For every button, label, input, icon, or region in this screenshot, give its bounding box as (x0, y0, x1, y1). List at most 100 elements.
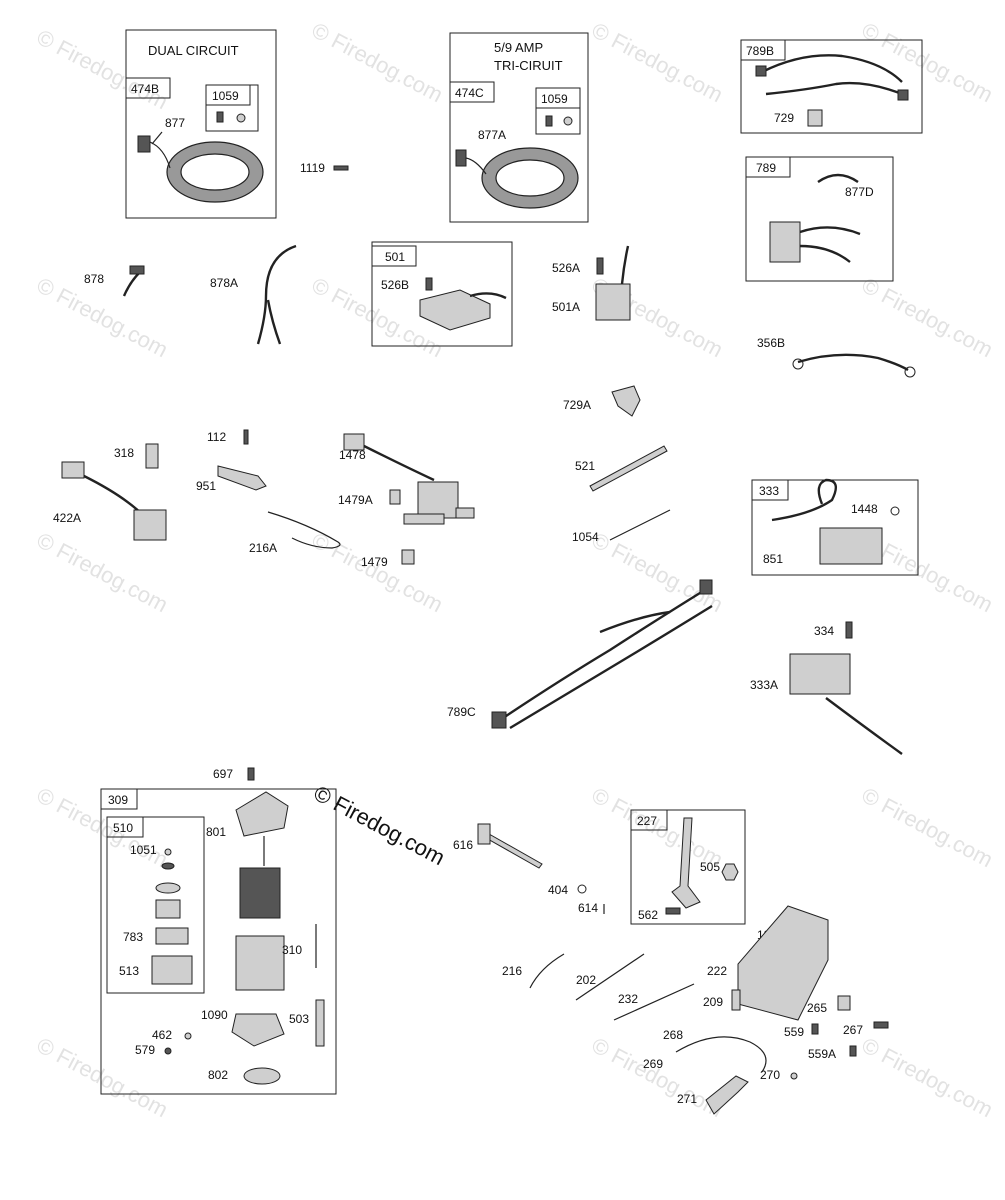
tag-box (125, 77, 171, 99)
part-label: 579 (135, 1043, 155, 1057)
group-227: 227 505 562 (630, 809, 746, 925)
ring-terminal-icon (792, 358, 804, 370)
part-label: 1479 (361, 555, 388, 569)
watermark-text: © Firedog.com (308, 527, 447, 617)
link-rod-icon (575, 953, 645, 1001)
part-label: 269 (643, 1057, 663, 1071)
part-number-tag: 227 (637, 814, 657, 828)
tag-box (535, 87, 581, 109)
part-label: 501A (552, 300, 580, 314)
part-label: 503 (289, 1012, 309, 1026)
washer-icon (890, 506, 900, 516)
group-frame (371, 241, 513, 347)
part-label: 216 (502, 964, 522, 978)
part-label: 877D (845, 185, 874, 199)
part-label: 404 (548, 883, 568, 897)
clip-icon (837, 995, 851, 1011)
part-label: 878 (84, 272, 104, 286)
lever-icon (477, 823, 491, 845)
rod-icon (589, 445, 668, 492)
bolt-icon (665, 907, 681, 915)
wire-icon (797, 353, 909, 372)
washer-icon (184, 1032, 192, 1040)
screw-icon (216, 111, 224, 123)
wire-icon (771, 478, 838, 522)
group-title: 5/9 AMP (494, 40, 543, 55)
part-label: 112 (207, 430, 226, 444)
watermark-text: © Firedog.com (588, 782, 727, 872)
wire-icon (363, 444, 435, 482)
watermark-text: © Firedog.com (858, 782, 997, 872)
nut-icon (236, 113, 246, 123)
part-label: 209 (703, 995, 723, 1009)
wire-icon (817, 173, 859, 183)
clip-icon (807, 109, 823, 127)
watermark-text: © Firedog.com (33, 527, 172, 617)
wire-icon (799, 226, 861, 236)
screw-icon (849, 1045, 857, 1057)
tag-box (371, 245, 417, 267)
screw-icon (545, 115, 553, 127)
part-number-tag: 333 (759, 484, 779, 498)
armature-icon (239, 867, 281, 919)
tag-box (205, 84, 251, 106)
part-label: 559A (808, 1047, 836, 1061)
part-label: 616 (453, 838, 473, 852)
leader-line (151, 131, 163, 145)
group-frame (630, 809, 746, 925)
connector-icon (61, 461, 85, 479)
screw-icon (845, 621, 853, 639)
part-label: 877 (165, 116, 185, 130)
part-label: 851 (763, 552, 783, 566)
connector-icon (755, 65, 767, 77)
part-label: 1051 (130, 843, 157, 857)
stator-icon (137, 135, 264, 203)
part-label: 878A (210, 276, 238, 290)
part-label: 877A (478, 128, 506, 142)
part-label: 462 (152, 1028, 172, 1042)
wire-icon (765, 81, 903, 96)
tag-box (745, 156, 791, 178)
link-rod-icon (529, 953, 565, 989)
watermark-overlay: © Firedog.com (310, 780, 449, 870)
group-333: 333 1448 851 (751, 478, 919, 576)
group-474C: 5/9 AMP TRI-CIRUIT 474C 1059 877A (449, 32, 589, 223)
watermark-text: © Firedog.com (588, 527, 727, 617)
part-label: 801 (206, 825, 226, 839)
wiring-harness-icon (491, 579, 713, 730)
part-label: 422A (53, 511, 81, 525)
watermark-text: © Firedog.com (858, 17, 997, 107)
group-title: TRI-CIRUIT (494, 58, 563, 73)
part-label: 318 (114, 446, 134, 460)
brush-holder-icon (231, 1013, 285, 1047)
part-label: 356B (757, 336, 785, 350)
group-frame (125, 29, 277, 219)
stop-nut-icon (155, 882, 181, 894)
group-309: 309 510 1051 783 513 801 310 1090 503 46… (100, 788, 337, 1095)
part-label: 1448 (851, 502, 878, 516)
clip-icon (611, 385, 641, 417)
wire-icon (799, 244, 851, 263)
part-label: 270 (760, 1068, 780, 1082)
screw-icon (425, 277, 433, 291)
tag-box (449, 81, 495, 103)
clip-icon (164, 848, 172, 856)
spring-icon (155, 899, 181, 919)
part-label: 729 (774, 111, 794, 125)
nut-icon (401, 549, 415, 565)
link-rod-icon (267, 511, 341, 549)
spring-icon (613, 983, 695, 1021)
plate-icon (217, 465, 267, 491)
governor-lever-icon (671, 817, 701, 909)
part-number-tag: 309 (108, 793, 128, 807)
tie-strap-icon (609, 509, 671, 541)
part-number-tag: 789 (756, 161, 776, 175)
group-frame (100, 788, 337, 1095)
wire-icon (469, 292, 507, 300)
connector-icon (343, 433, 365, 451)
wire-icon (761, 54, 903, 83)
wire-icon (266, 299, 282, 345)
group-frame (106, 816, 205, 994)
tag-box (751, 479, 789, 501)
solenoid-bracket-icon (403, 513, 445, 525)
